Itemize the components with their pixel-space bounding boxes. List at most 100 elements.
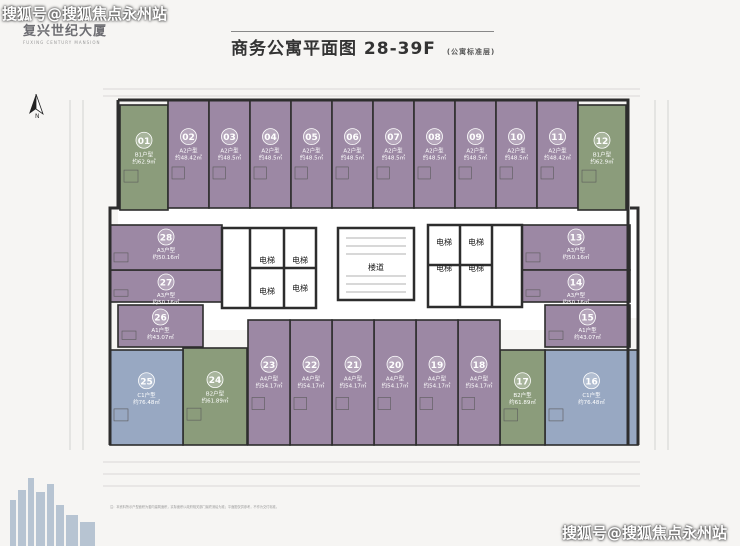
unit-type: A2户型 [220,147,239,155]
unit-number: 06 [346,133,359,143]
bathroom-outline [525,252,541,263]
unit-cell [499,349,546,446]
title-main: 商务公寓平面图 [231,39,357,59]
unit-cell [109,349,184,446]
unit-number-badge [579,308,596,326]
unit-number: 25 [140,377,153,387]
page-title: 商务公寓平面图 28-39F (公寓标准层) [231,34,495,59]
bathroom-outline [294,166,308,180]
bathroom-outline [417,166,431,180]
unit-area: 约48.5㎡ [464,154,488,162]
compass-label: N [35,113,40,120]
bathroom-outline [540,166,554,180]
unit-type: A2户型 [466,147,485,155]
brand-name: 复兴世纪大厦 [23,24,108,39]
unit-area: 约54.17㎡ [256,381,283,389]
unit-number-badge [221,128,238,146]
unit-type: A2户型 [261,147,280,155]
elevator-label: 电梯 [436,237,452,247]
unit-area: 约48.42㎡ [544,154,571,162]
bathroom-outline [503,408,518,422]
unit-number-badge [157,273,175,291]
unit-area: 约50.16㎡ [153,253,180,261]
unit-area: 约54.17㎡ [298,381,325,389]
unit-number-badge [583,372,600,390]
unit-area: 约50.16㎡ [563,298,590,306]
unit-number: 02 [182,133,195,143]
unit-number: 16 [585,377,598,387]
unit-number: 01 [138,137,151,147]
unit-type: A3户型 [157,291,176,299]
unit-area: 约54.17㎡ [340,381,367,389]
elevator-label: 电梯 [468,237,484,247]
unit-cell [544,304,631,348]
unit-cell [577,104,627,211]
unit-number-badge [344,355,362,373]
bathroom-outline [548,330,564,340]
unit-number-badge [206,371,224,389]
unit-number: 09 [469,133,482,143]
bathroom-outline [525,289,541,297]
unit-number: 14 [570,279,583,289]
unit-type: A3户型 [567,246,586,254]
bathroom-outline [377,397,391,410]
unit-number-badge [567,273,585,291]
unit-number: 10 [510,133,523,143]
unit-area: 约61.89㎡ [509,398,536,406]
unit-number: 20 [389,361,402,371]
unit-cell [415,319,459,446]
unit-area: 约48.5㎡ [423,154,447,162]
bathroom-outline [419,397,433,410]
unit-number-badge [508,128,525,146]
bathroom-outline [581,169,597,183]
unit-area: 约43.07㎡ [574,333,601,341]
bathroom-outline [121,330,137,340]
unit-number: 13 [570,234,583,244]
bathroom-outline [376,166,390,180]
unit-type: A4户型 [428,374,447,382]
unit-area: 约48.5㎡ [382,154,406,162]
unit-number-badge [344,128,361,146]
unit-area: 约43.07㎡ [147,333,174,341]
unit-area: 约54.17㎡ [424,381,451,389]
title-rule [231,31,494,32]
bathroom-outline [293,397,307,410]
elevator-label: 电梯 [292,283,308,293]
unit-cell [117,304,204,348]
bathroom-outline [212,166,226,180]
bathroom-outline [253,166,267,180]
unit-cell [454,99,497,209]
unit-number-badge [470,355,488,373]
unit-cell [182,347,248,446]
north-arrow-icon: N [26,93,46,124]
unit-type: C1户型 [137,391,156,399]
unit-cell [331,319,375,446]
unit-number-badge [157,228,175,246]
core-labels: 电梯 电梯 电梯 电梯 楼道 电梯 电梯 电梯 电梯 [259,237,484,296]
disclaimer-note: 注：本资料所示户型面积为套内建筑面积，实际面积以政府相关部门最终测绘为准；平面图… [110,505,279,509]
unit-number-badge [138,372,155,390]
unit-number: 17 [516,377,529,387]
unit-number: 12 [596,137,609,147]
elevator-label: 电梯 [259,286,275,296]
bathroom-outline [113,408,129,422]
unit-type: B1户型 [593,150,612,158]
unit-type: A4户型 [260,374,279,382]
unit-number-badge [386,355,404,373]
unit-type: A3户型 [567,291,586,299]
unit-cell [544,349,639,446]
unit-number-badge [549,128,566,146]
